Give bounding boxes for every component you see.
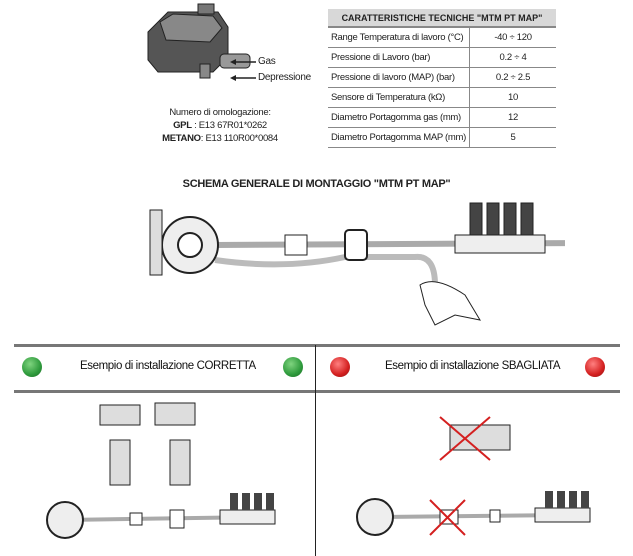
table-row: Diametro Portagomma MAP (mm)5 [328, 127, 556, 148]
arrows-icon [230, 59, 256, 81]
mounting-schema-diagram [149, 202, 565, 326]
table-row: Range Temperatura di lavoro (°C)-40 ÷ 12… [328, 27, 556, 48]
row-label: Sensore di Temperatura (kΩ) [328, 87, 470, 108]
thumbs-down-icon [330, 357, 350, 377]
correct-installation-diagram [46, 402, 276, 539]
section-top-divider [14, 344, 620, 347]
row-label: Diametro Portagomma MAP (mm) [328, 127, 470, 148]
schema-title: SCHEMA GENERALE DI MONTAGGIO "MTM PT MAP… [182, 178, 451, 190]
row-label: Pressione di lavoro (MAP) (bar) [328, 67, 470, 88]
row-value: 0.2 ÷ 2.5 [469, 67, 556, 88]
row-label: Pressione di Lavoro (bar) [328, 47, 470, 68]
gas-label: Gas [258, 56, 276, 67]
row-value: -40 ÷ 120 [469, 27, 556, 48]
row-label: Range Temperatura di lavoro (°C) [328, 27, 470, 48]
wrong-section-label: Esempio di installazione SBAGLIATA [385, 360, 561, 372]
spec-table: CARATTERISTICHE TECNICHE "MTM PT MAP" Ra… [328, 9, 556, 148]
sensor-image [147, 3, 251, 79]
wrong-installation-diagram [356, 416, 591, 536]
spec-table-title: CARATTERISTICHE TECNICHE "MTM PT MAP" [328, 9, 556, 28]
vacuum-label: Depressione [258, 72, 311, 83]
thumbs-up-icon [22, 357, 42, 377]
metano-value: : E13 110R00*0084 [200, 133, 278, 144]
row-value: 10 [469, 87, 556, 108]
section-vertical-divider [315, 345, 316, 556]
gpl-label: GPL [173, 120, 192, 131]
row-value: 12 [469, 107, 556, 128]
metano-label: METANO [162, 133, 201, 144]
homologation-info: Numero di omologazione: GPL : E13 67R01*… [140, 106, 300, 145]
correct-section-label: Esempio di installazione CORRETTA [80, 360, 256, 372]
thumbs-down-icon [585, 357, 605, 377]
thumbs-up-icon [283, 357, 303, 377]
gpl-value: : E13 67R01*0262 [194, 120, 267, 131]
section-bottom-divider [14, 390, 620, 393]
table-row: Diametro Portagomma gas (mm)12 [328, 107, 556, 128]
table-row: Pressione di Lavoro (bar)0.2 ÷ 4 [328, 47, 556, 68]
table-row: Pressione di lavoro (MAP) (bar)0.2 ÷ 2.5 [328, 67, 556, 88]
homologation-heading: Numero di omologazione: [169, 107, 271, 118]
row-value: 5 [469, 127, 556, 148]
row-label: Diametro Portagomma gas (mm) [328, 107, 470, 128]
row-value: 0.2 ÷ 4 [469, 47, 556, 68]
table-row: Sensore di Temperatura (kΩ)10 [328, 87, 556, 108]
